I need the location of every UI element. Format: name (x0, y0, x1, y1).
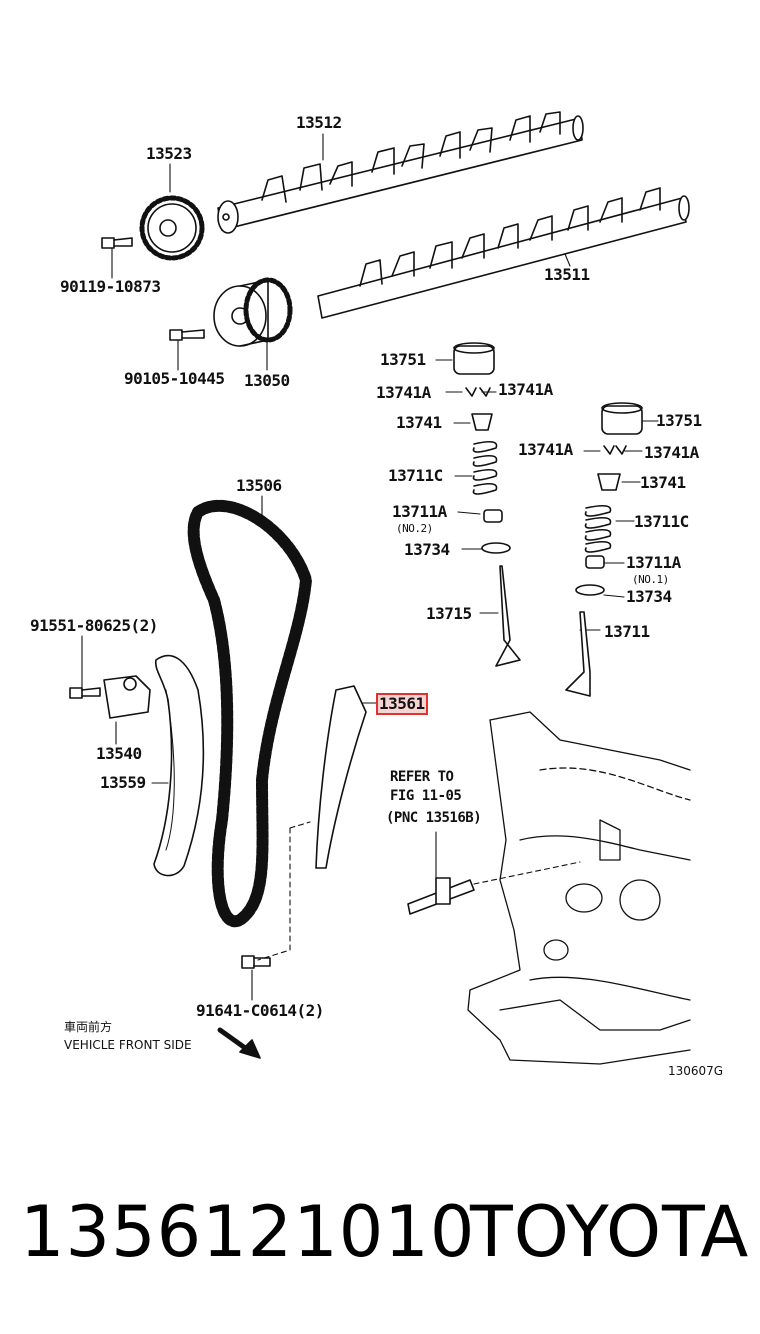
label-13506: 13506 (236, 476, 282, 495)
label-90119-10873: 90119-10873 (60, 277, 161, 296)
refer-note-line2: FIG 11-05 (390, 788, 462, 804)
part-number: 1356121010 (20, 1191, 476, 1273)
chain-guide-13559 (153, 654, 205, 877)
label-13751-right: 13751 (656, 411, 702, 430)
label-13711c-left: 13711C (388, 466, 443, 485)
label-90105-10445: 90105-10445 (124, 369, 225, 388)
bolt-90105 (169, 329, 205, 341)
pin-13516b (407, 861, 581, 915)
figure-code: 130607G (668, 1064, 724, 1078)
label-13741-left: 13741 (396, 413, 442, 432)
label-13734-left: 13734 (404, 540, 450, 559)
label-no2: (NO.2) (396, 522, 433, 535)
camshaft-13511 (317, 187, 690, 319)
label-13559: 13559 (100, 773, 146, 792)
tensioner-13540 (69, 675, 151, 719)
valve-stack-right (565, 402, 643, 697)
label-13741a-left-1: 13741A (376, 383, 431, 402)
label-13751-left: 13751 (380, 350, 426, 369)
label-13741-right: 13741 (640, 473, 686, 492)
bolt-91641 (241, 955, 271, 969)
label-13711c-right: 13711C (634, 512, 689, 531)
refer-note-line3: (PNC 13516B) (386, 810, 482, 826)
label-13715: 13715 (426, 604, 472, 623)
vehicle-front-en: VEHICLE FRONT SIDE (64, 1038, 192, 1052)
engine-block (467, 711, 691, 1065)
exploded-view-drawing (69, 111, 691, 1065)
front-arrow-icon (217, 1027, 261, 1059)
valve-stack-left (453, 342, 521, 667)
label-13741a-left-2: 13741A (498, 380, 553, 399)
label-13741a-right-2: 13741A (644, 443, 699, 462)
sprocket-13523 (139, 195, 205, 261)
label-91641-c0614: 91641-C0614(2) (196, 1001, 324, 1020)
refer-note-line1: REFER TO (390, 769, 454, 785)
label-13734-right: 13734 (626, 587, 672, 606)
vvt-gear-13050 (213, 277, 293, 347)
label-13512: 13512 (296, 113, 342, 132)
label-13711: 13711 (604, 622, 650, 641)
bolt-90119 (101, 237, 133, 249)
label-13523: 13523 (146, 144, 192, 163)
label-13711a-left: 13711A (392, 502, 447, 521)
label-13711a-right: 13711A (626, 553, 681, 572)
vehicle-front-jp: 車両前方 (64, 1020, 113, 1034)
footer-caption: 1356121010 TOYOTA (0, 1190, 760, 1280)
camshaft-13512 (217, 111, 584, 234)
timing-chain-13506 (187, 500, 312, 928)
label-13540: 13540 (96, 744, 142, 763)
label-13741a-right-1: 13741A (518, 440, 573, 459)
label-91551-80625: 91551-80625(2) (30, 616, 158, 635)
parts-diagram: 13512 13523 90119-10873 90105-10445 1305… (30, 111, 724, 1078)
label-no1: (NO.1) (632, 573, 669, 586)
label-13561-highlighted[interactable]: 13561 (376, 693, 428, 715)
chain-slipper-13561 (315, 685, 367, 869)
label-13050: 13050 (244, 371, 290, 390)
brand-name: TOYOTA (470, 1191, 750, 1273)
label-13511: 13511 (544, 265, 590, 284)
